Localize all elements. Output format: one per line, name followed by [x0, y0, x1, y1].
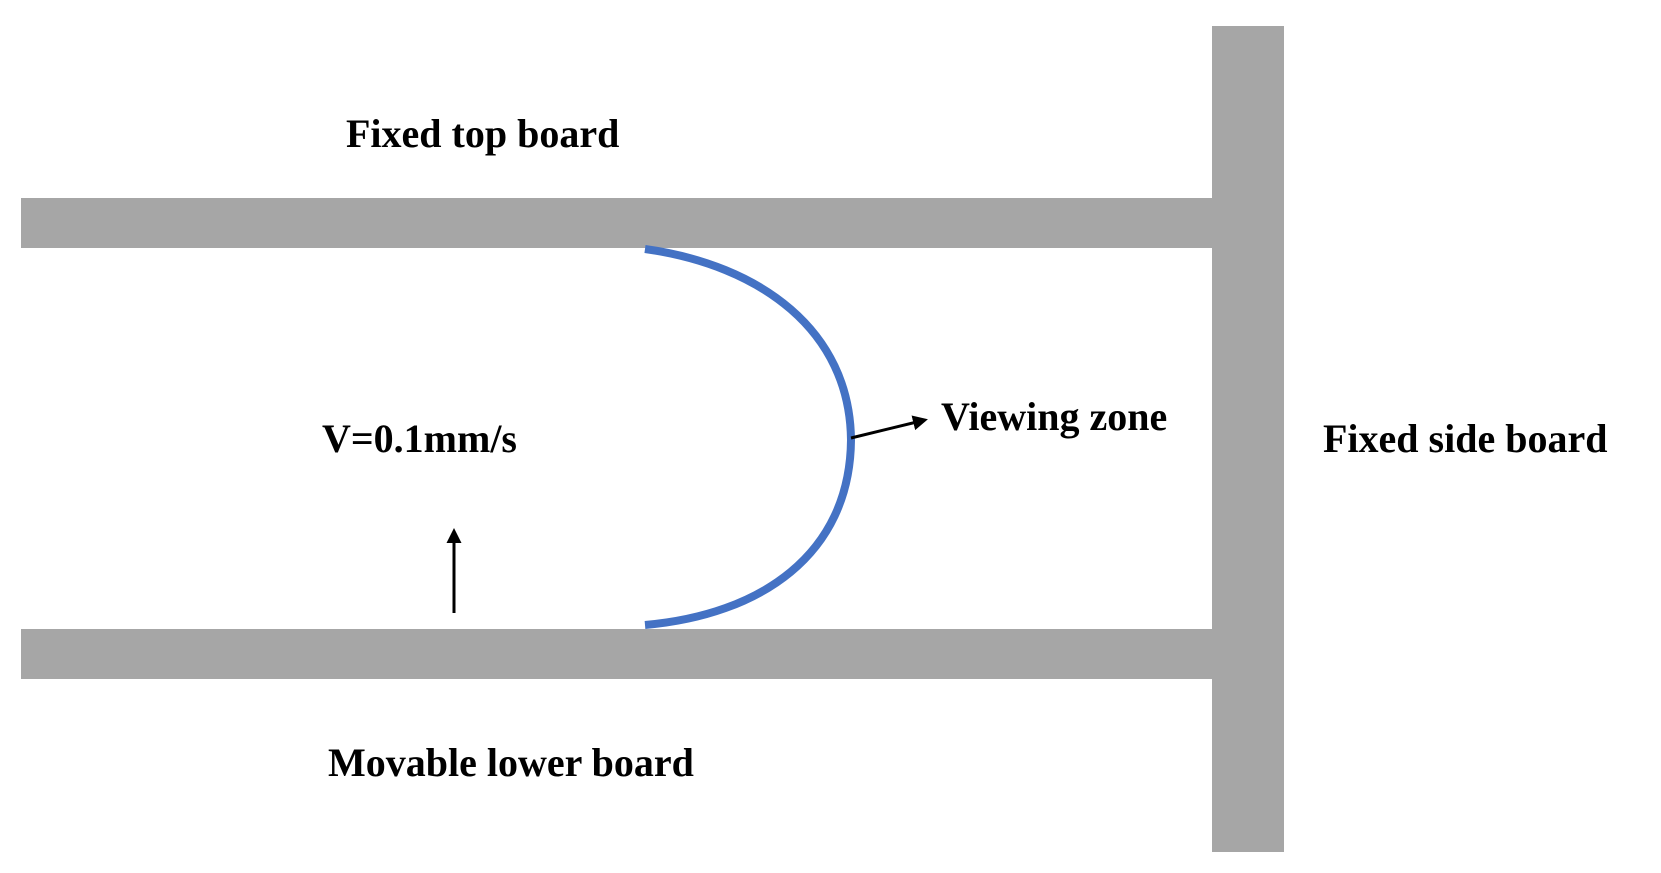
- fixed-side-board-label: Fixed side board: [1323, 416, 1607, 461]
- fixed-top-board: [21, 198, 1220, 248]
- movable-lower-board: [21, 629, 1220, 679]
- velocity-label: V=0.1mm/s: [322, 416, 517, 461]
- fixed-top-board-label: Fixed top board: [346, 111, 619, 156]
- viewing-zone-label: Viewing zone: [941, 394, 1167, 439]
- liquid-interface-curve: [644, 245, 856, 629]
- movable-lower-board-label: Movable lower board: [328, 740, 694, 785]
- viewing-zone-arrow: [850, 415, 928, 440]
- fixed-side-board: [1212, 26, 1284, 852]
